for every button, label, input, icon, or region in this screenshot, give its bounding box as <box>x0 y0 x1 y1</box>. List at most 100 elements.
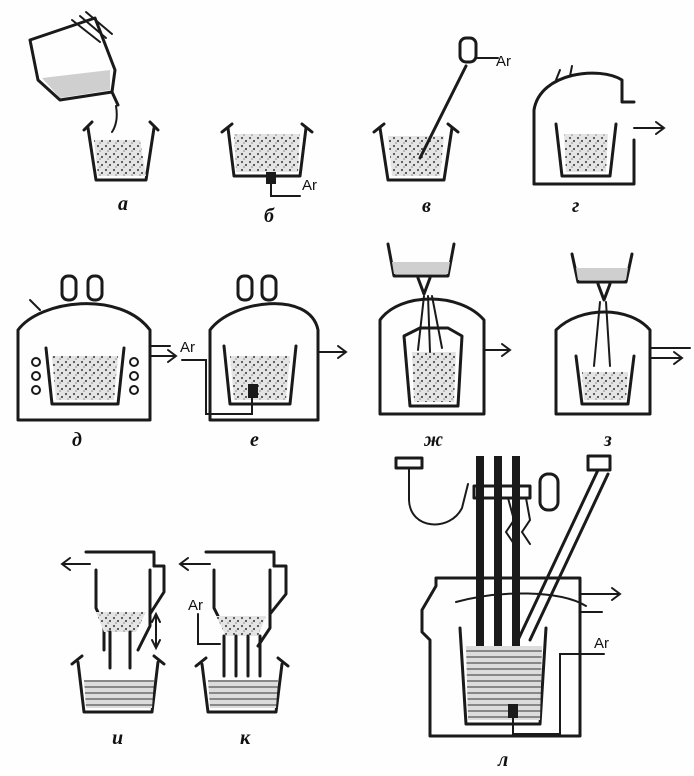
ladle-i-metal <box>84 680 154 708</box>
lance-holder <box>458 36 478 64</box>
panel-l: Ar л <box>394 454 622 771</box>
vessel-i-metal <box>96 612 146 632</box>
chamber-zh <box>378 297 486 416</box>
gas-label-b: Ar <box>302 177 317 194</box>
crucible-b-rims <box>220 122 314 134</box>
panel-a: а <box>28 11 160 215</box>
ladle-zh-melt <box>392 262 450 274</box>
gauge-l <box>394 456 424 470</box>
hood-i <box>148 564 166 616</box>
lance <box>418 64 468 160</box>
panel-v: Ar в <box>372 36 511 217</box>
crucible-g-charge <box>564 134 608 172</box>
port-e-1 <box>236 274 254 302</box>
ladle-z-melt <box>576 268 628 280</box>
ar-line-b <box>270 183 301 197</box>
ladle-handle <box>71 11 113 43</box>
snorkel-i <box>108 630 132 670</box>
crucible-z-metal <box>582 372 628 400</box>
ladle-z <box>570 252 634 284</box>
crucible-v-rims <box>372 122 460 134</box>
crucible-l <box>458 626 548 726</box>
chamber-z <box>554 310 652 416</box>
crucible-e-charge <box>230 356 290 400</box>
snorkels-k <box>222 634 262 678</box>
label-g: г <box>572 195 579 217</box>
mold-zh-metal <box>412 352 456 402</box>
ar-line-k <box>197 613 221 645</box>
move-arrow-i <box>151 611 161 651</box>
gauge-tube-l <box>408 467 469 526</box>
ladle-k <box>200 662 284 714</box>
gas-label-e: Ar <box>180 339 195 356</box>
label-d: д <box>72 429 82 451</box>
ladle-spout <box>110 90 120 107</box>
port-d-1 <box>60 274 78 302</box>
exhaust-arrow-k <box>178 557 211 571</box>
inductor-coils-right <box>129 357 139 395</box>
ar-line-l <box>512 653 605 735</box>
label-k: к <box>240 727 251 749</box>
roof-l <box>455 592 587 607</box>
panel-e: Ar е <box>180 274 348 451</box>
crucible <box>86 126 156 182</box>
ladle-k-rims <box>194 656 290 668</box>
gas-label-k: Ar <box>188 597 203 614</box>
chamber-l <box>420 576 582 738</box>
crucible-v <box>378 126 454 182</box>
panel-g: г <box>532 65 666 217</box>
lance-head-l <box>586 454 612 472</box>
plug-l <box>508 704 518 718</box>
plug-e <box>248 384 258 398</box>
vessel-k-metal <box>216 616 266 636</box>
panel-d: д <box>16 274 178 451</box>
crucible-d-charge <box>52 356 118 400</box>
electrode-l-2 <box>494 456 502 646</box>
label-a: а <box>118 193 128 215</box>
vessel-i <box>84 550 156 652</box>
crucible-d <box>44 346 126 406</box>
feeder-l <box>538 472 560 512</box>
electrode-l-3 <box>512 456 520 646</box>
pour-stream <box>111 105 118 133</box>
cables-l <box>504 497 532 545</box>
ar-line-e <box>181 359 253 415</box>
chamber-d <box>16 302 152 422</box>
exhaust-arrow-z <box>649 347 691 365</box>
exhaust-arrow-l <box>579 587 622 613</box>
label-zh: ж <box>423 429 443 451</box>
gas-label-l: Ar <box>594 635 609 652</box>
crucible-rims <box>82 120 160 132</box>
panel-zh: ж <box>378 242 512 451</box>
label-v: в <box>422 195 431 217</box>
crucible-l-metal <box>466 646 542 720</box>
valve-d <box>29 299 41 311</box>
panel-z: з <box>554 252 691 451</box>
ladle-melt <box>42 70 110 98</box>
crucible-charge <box>94 140 146 176</box>
crucible-g <box>554 122 618 178</box>
bottom-plug <box>266 172 276 184</box>
exhaust-arrow-g <box>633 121 666 135</box>
label-l: л <box>497 749 508 771</box>
chamber-g <box>532 71 636 186</box>
label-z: з <box>603 429 612 451</box>
stream-z <box>593 301 611 367</box>
lance-l <box>516 468 610 642</box>
chamber-g-ports <box>555 65 573 81</box>
port-d-2 <box>86 274 104 302</box>
label-i: и <box>112 727 123 749</box>
inductor-coils-left <box>31 357 41 395</box>
gas-label-v: Ar <box>496 53 511 70</box>
panel-b: Ar б <box>220 122 317 227</box>
panel-k: Ar к <box>178 550 290 749</box>
exhaust-arrow-i <box>60 557 91 571</box>
exhaust-arrow-e <box>317 345 348 359</box>
label-e: е <box>250 429 259 451</box>
ladle-zh <box>386 242 456 278</box>
chamber-e <box>208 302 320 422</box>
crucible-b-charge <box>234 134 300 172</box>
exhaust-arrow-d <box>149 345 178 363</box>
